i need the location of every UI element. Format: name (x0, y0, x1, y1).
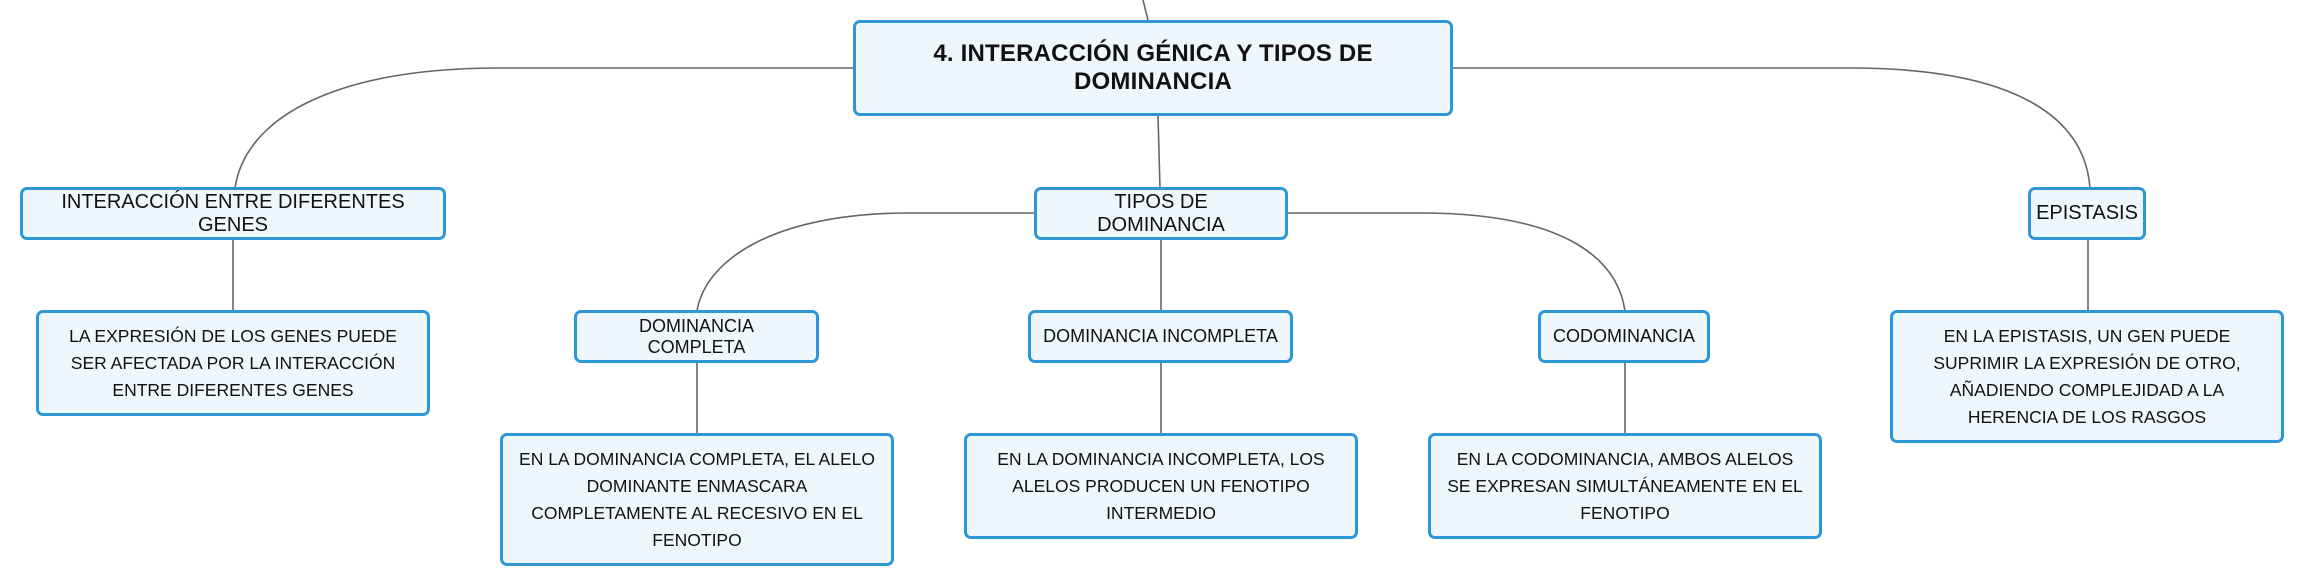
description-interaction-text: LA EXPRESIÓN DE LOS GENES PUEDE SER AFEC… (69, 325, 397, 400)
description-interaction-node[interactable]: LA EXPRESIÓN DE LOS GENES PUEDE SER AFEC… (36, 310, 430, 416)
connector-root-to-interaction (234, 67, 853, 189)
description-codominance-text: EN LA CODOMINANCIA, AMBOS ALELOS SE EXPR… (1447, 448, 1803, 523)
topic-interaction-node[interactable]: INTERACCIÓN ENTRE DIFERENTES GENES (20, 187, 446, 240)
connector-root-to-epistasis (1453, 67, 2091, 189)
subtopic-codominance-label: CODOMINANCIA (1553, 326, 1696, 346)
topic-dominance-node[interactable]: TIPOS DE DOMINANCIA (1034, 187, 1288, 240)
description-incomplete-text: EN LA DOMINANCIA INCOMPLETA, LOS ALELOS … (997, 448, 1325, 523)
topic-dominance-label: TIPOS DE DOMINANCIA (1097, 190, 1225, 236)
root-topic-label: 4. INTERACCIÓN GÉNICA Y TIPOS DE DOMINAN… (933, 40, 1373, 95)
subtopic-incomplete-node[interactable]: DOMINANCIA INCOMPLETA (1028, 310, 1293, 363)
description-complete-text: EN LA DOMINANCIA COMPLETA, EL ALELO DOMI… (519, 448, 875, 550)
connector-root-to-dominance (1157, 115, 1161, 189)
description-epistasis-text: EN LA EPISTASIS, UN GEN PUEDE SUPRIMIR L… (1933, 325, 2241, 427)
root-topic-node[interactable]: 4. INTERACCIÓN GÉNICA Y TIPOS DE DOMINAN… (853, 20, 1453, 116)
connector-parent-to-root (1142, 0, 1149, 21)
subtopic-codominance-node[interactable]: CODOMINANCIA (1538, 310, 1710, 363)
topic-interaction-label: INTERACCIÓN ENTRE DIFERENTES GENES (61, 190, 405, 236)
topic-epistasis-label: EPISTASIS (2036, 202, 2138, 224)
description-epistasis-node[interactable]: EN LA EPISTASIS, UN GEN PUEDE SUPRIMIR L… (1890, 310, 2284, 443)
description-incomplete-node[interactable]: EN LA DOMINANCIA INCOMPLETA, LOS ALELOS … (964, 433, 1358, 539)
subtopic-incomplete-label: DOMINANCIA INCOMPLETA (1043, 326, 1278, 346)
description-codominance-node[interactable]: EN LA CODOMINANCIA, AMBOS ALELOS SE EXPR… (1428, 433, 1822, 539)
subtopic-complete-label: DOMINANCIA COMPLETA (638, 315, 754, 357)
connector-dominance-to-codominance (1288, 212, 1626, 312)
description-complete-node[interactable]: EN LA DOMINANCIA COMPLETA, EL ALELO DOMI… (500, 433, 894, 566)
connector-dominance-to-complete (696, 212, 1035, 312)
topic-epistasis-node[interactable]: EPISTASIS (2028, 187, 2146, 240)
subtopic-complete-node[interactable]: DOMINANCIA COMPLETA (574, 310, 819, 363)
